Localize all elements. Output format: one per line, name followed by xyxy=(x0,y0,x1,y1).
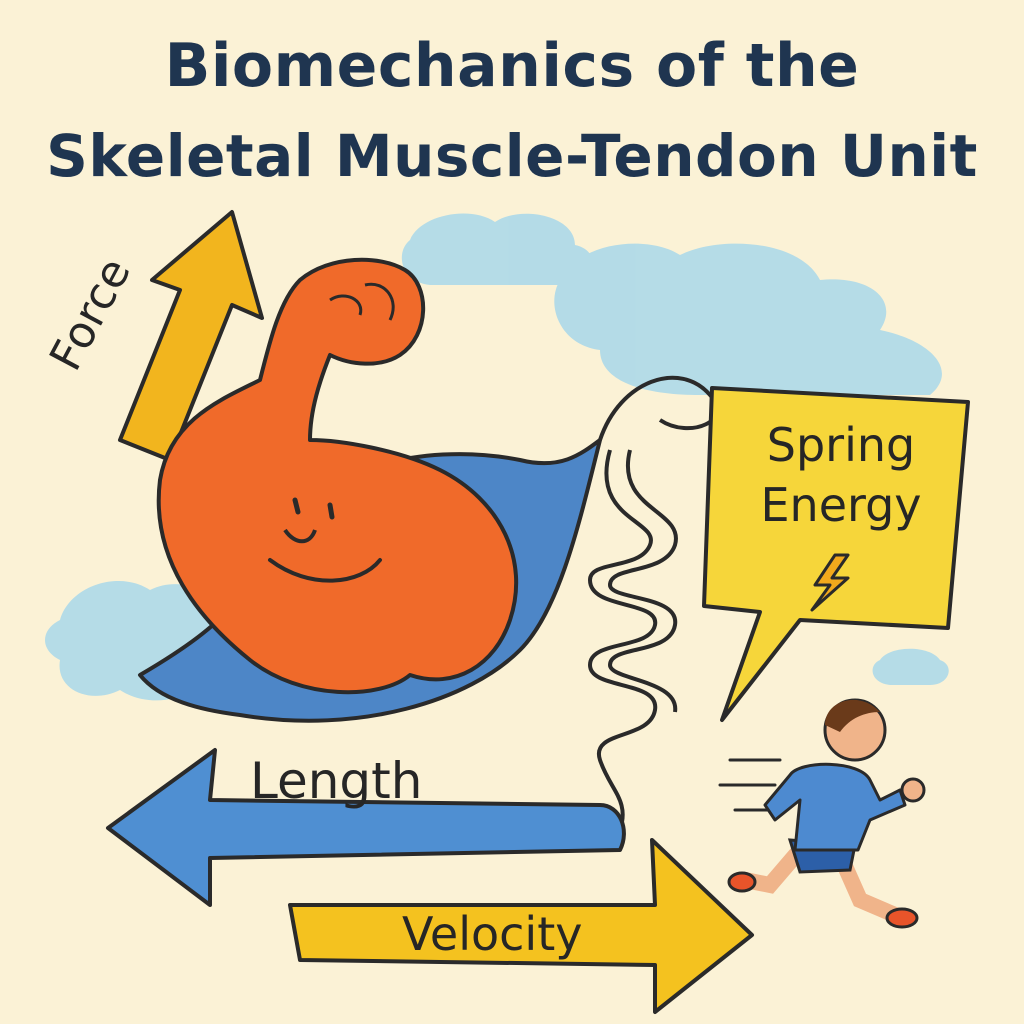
flexed-arm-icon xyxy=(156,257,519,695)
cloud-icon xyxy=(45,213,949,701)
runner-icon xyxy=(718,698,926,929)
page-title-line2: Skeletal Muscle-Tendon Unit xyxy=(46,122,978,190)
spring-tendon-icon xyxy=(587,375,720,831)
velocity-arrow xyxy=(288,838,754,1014)
length-arrow xyxy=(106,748,626,907)
spring-energy-callout xyxy=(702,386,970,722)
velocity-label: Velocity xyxy=(402,907,583,961)
spring-energy-label: Spring Energy xyxy=(760,418,922,532)
lightning-bolt-icon xyxy=(810,553,850,612)
length-label: Length xyxy=(250,752,423,810)
page-title: Biomechanics of the xyxy=(164,31,860,101)
